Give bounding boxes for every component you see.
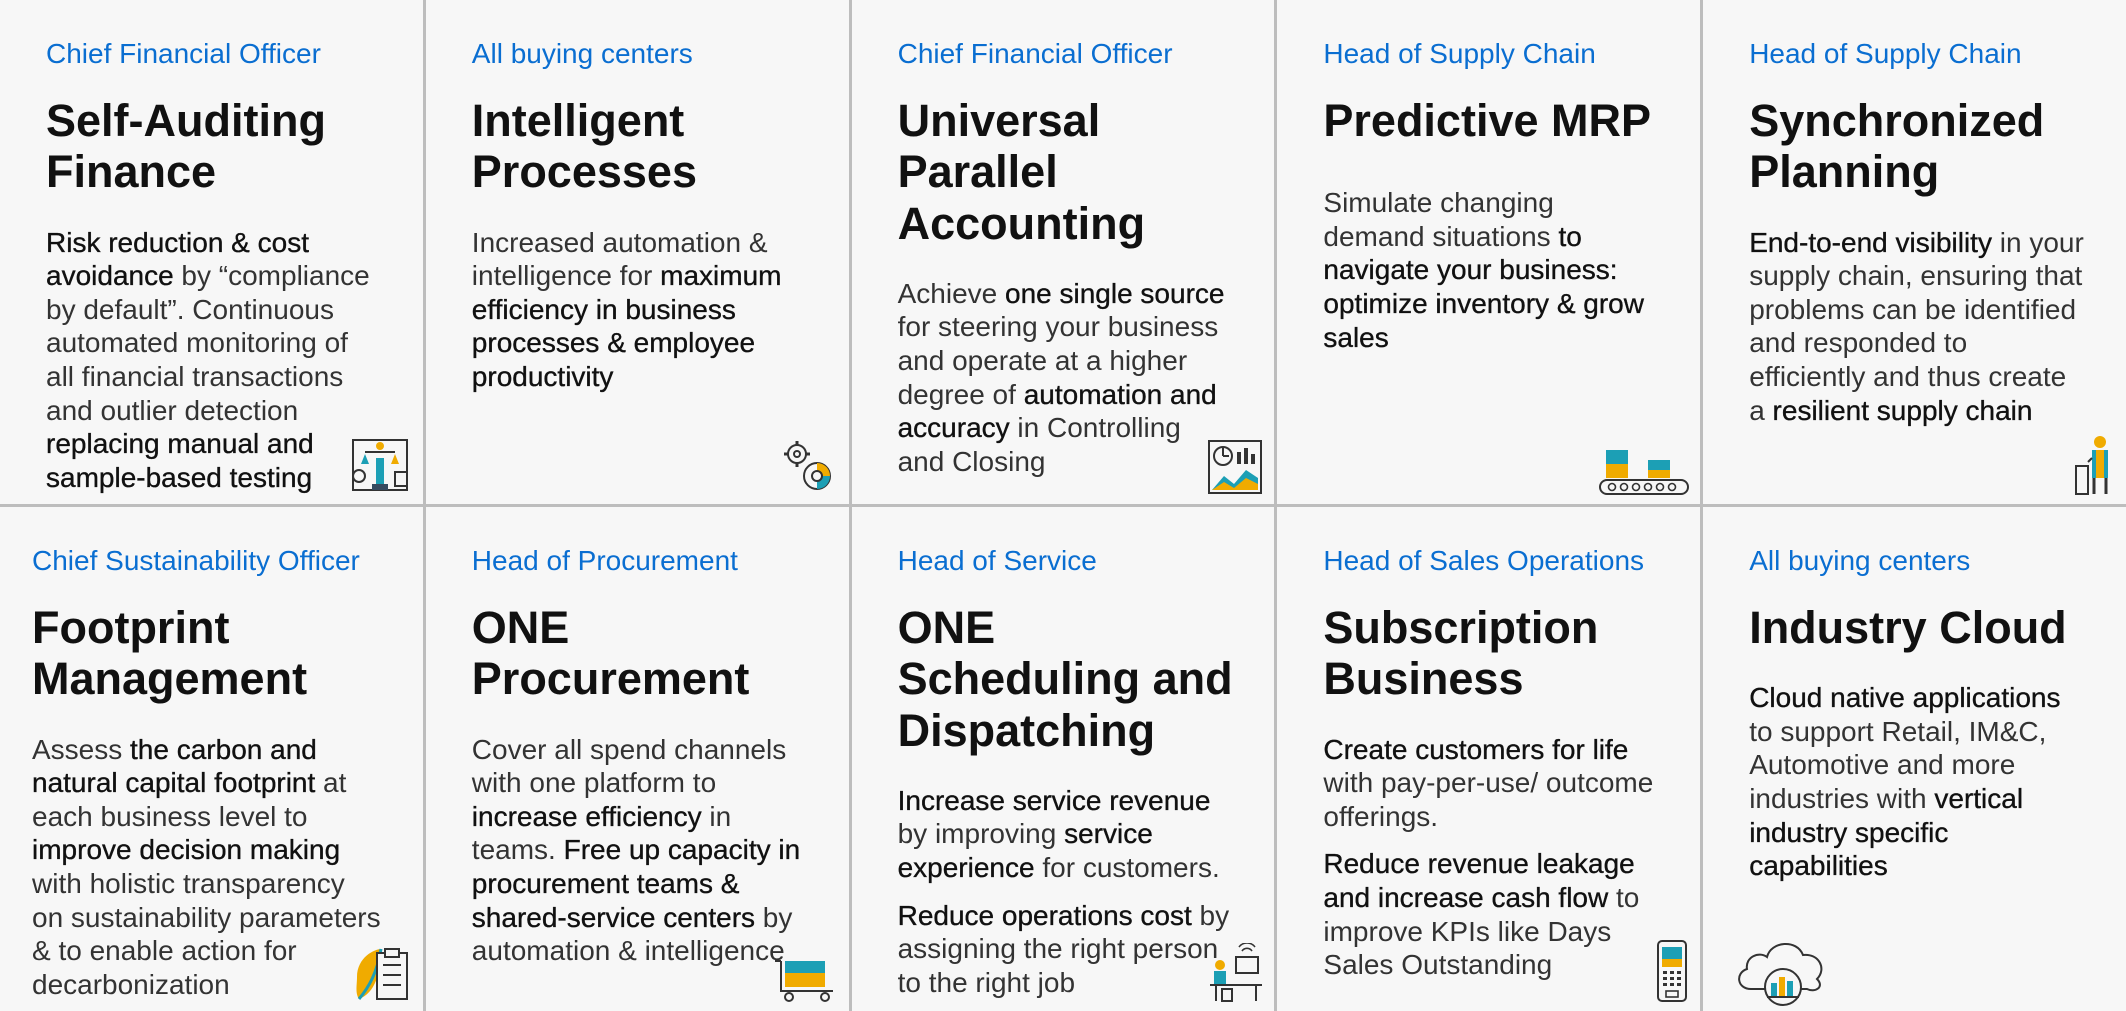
card-description: Cover all spend channels with one platfo… [472, 733, 809, 968]
card-title: Subscription Business [1323, 602, 1599, 705]
card-description: End-to-end visibility in your supply cha… [1749, 226, 2086, 428]
card-title: Footprint Management [32, 602, 308, 705]
card-title: Predictive MRP [1323, 95, 1652, 146]
body-text: with pay-per-use/ outcome offerings. [1323, 767, 1654, 832]
audit-scale-icon [347, 434, 413, 496]
dispatcher-desk-icon [1208, 943, 1264, 1003]
card-one-scheduling-dispatching: Head of Service ONE Scheduling and Dispa… [851, 507, 1275, 1011]
card-role: All buying centers [1749, 545, 1971, 576]
payment-terminal-icon [1654, 939, 1690, 1003]
card-role: Chief Financial Officer [897, 38, 1173, 69]
emphasis-text: Reduce operations cost [897, 899, 1192, 931]
emphasis-text: End-to-end visibility [1749, 226, 1992, 258]
card-description: Create customers for life with pay-per-u… [1323, 733, 1660, 834]
emphasis-text: the carbon and natural capital footprint [32, 733, 317, 799]
body-text: at each business level to [32, 767, 347, 832]
emphasis-text: Increase service revenue [897, 784, 1211, 816]
emphasis-text: automation and accuracy [897, 378, 1217, 444]
card-description: Cloud native applications to support Ret… [1749, 681, 2086, 883]
card-description: Achieve one single source for steering y… [897, 277, 1235, 479]
body-text: with holistic transparency on sustainabi… [32, 867, 381, 1000]
card-description: Risk reduction & cost avoidance by “comp… [46, 226, 383, 495]
leaf-clipboard-icon [351, 943, 413, 1003]
analytics-dashboard-icon [1206, 438, 1264, 496]
card-description: Increase service revenue by improving se… [897, 784, 1235, 885]
emphasis-text: maximum efficiency in business processes… [471, 260, 782, 392]
emphasis-text: improve decision making [32, 834, 341, 866]
body-text: to support Retail, IM&C, Automotive and … [1749, 715, 2047, 815]
emphasis-text: resilient supply chain [1772, 394, 2033, 426]
card-title: ONE Procurement [471, 602, 750, 705]
body-text: by automation & intelligence [471, 901, 793, 967]
card-role: Head of Procurement [471, 545, 738, 576]
card-predictive-mrp: Head of Supply Chain Predictive MRP Simu… [1277, 0, 1701, 504]
body-text: Cover all spend channels with one platfo… [471, 733, 787, 799]
body-text: Simulate changing demand situations [1323, 187, 1559, 252]
emphasis-text: Cloud native applications [1749, 682, 2061, 714]
card-title: Self-Auditing Finance [46, 95, 326, 198]
card-footprint-management: Chief Sustainability Officer Footprint M… [0, 507, 423, 1011]
body-text: in your supply chain, ensuring that prob… [1749, 226, 2084, 426]
card-subscription-business: Head of Sales Operations Subscription Bu… [1277, 507, 1701, 1011]
emphasis-text: increase efficiency [471, 800, 702, 832]
card-universal-parallel-accounting: Chief Financial Officer Universal Parall… [851, 0, 1275, 504]
shopping-cart-icon [773, 957, 839, 1003]
card-role: Head of Supply Chain [1323, 38, 1596, 69]
card-role: Head of Supply Chain [1749, 38, 2022, 69]
card-title: Synchronized Planning [1749, 95, 2045, 198]
emphasis-text: to navigate your business: optimize inve… [1323, 220, 1644, 353]
card-title: Intelligent Processes [471, 95, 697, 198]
emphasis-text: vertical industry specific capabilities [1749, 783, 2024, 882]
card-title: ONE Scheduling and Dispatching [897, 602, 1233, 756]
card-synchronized-planning: Head of Supply Chain Synchronized Planni… [1703, 0, 2126, 504]
card-industry-cloud: All buying centers Industry Cloud Cloud … [1703, 507, 2126, 1011]
card-one-procurement: Head of Procurement ONE Procurement Cove… [425, 507, 849, 1011]
body-text: to improve KPIs like Days Sales Outstand… [1323, 881, 1640, 981]
conveyor-belt-icon [1598, 446, 1690, 496]
body-text: Increased automation & intelligence for [471, 226, 768, 292]
cloud-city-icon [1731, 927, 1831, 1007]
card-title: Industry Cloud [1749, 602, 2067, 653]
gears-icon [777, 436, 839, 496]
card-description: Simulate changing demand situations to n… [1323, 186, 1660, 354]
emphasis-text: one single source [1005, 277, 1225, 309]
card-description-secondary: Reduce operations cost by assigning the … [897, 899, 1235, 1000]
card-role: Head of Service [897, 545, 1097, 576]
body-text: in Controlling and Closing [897, 412, 1181, 477]
card-intelligent-processes: All buying centers Intelligent Processes… [425, 0, 849, 504]
body-text: by “compliance by default”. Continuous a… [46, 260, 370, 426]
worker-icon [2074, 432, 2116, 496]
body-text: by assigning the right person to the rig… [897, 899, 1230, 998]
card-role: Chief Financial Officer [46, 38, 321, 69]
body-text: Achieve [897, 277, 1005, 309]
card-title: Universal Parallel Accounting [897, 95, 1146, 249]
card-description-secondary: Reduce revenue leakage and increase cash… [1323, 847, 1660, 981]
card-description: Assess the carbon and natural capital fo… [32, 733, 383, 1002]
card-role: Head of Sales Operations [1323, 545, 1645, 576]
body-text: in teams. [471, 800, 732, 866]
body-text: Assess [32, 733, 131, 765]
body-text: by improving [897, 818, 1065, 850]
emphasis-text: Risk reduction & cost avoidance [46, 226, 309, 292]
card-role: Chief Sustainability Officer [32, 545, 360, 576]
emphasis-text: Reduce revenue leakage and increase cash… [1323, 848, 1635, 913]
card-description: Increased automation & intelligence for … [472, 226, 809, 394]
card-self-auditing-finance: Chief Financial Officer Self-Auditing Fi… [0, 0, 423, 504]
emphasis-text: replacing manual and sample-based testin… [46, 428, 314, 493]
body-text: for customers. [1034, 852, 1220, 884]
body-text: for steering your business and operate a… [897, 311, 1219, 410]
emphasis-text: Free up capacity in procurement teams & … [471, 834, 801, 933]
card-role: All buying centers [471, 38, 693, 69]
emphasis-text: service experience [897, 818, 1153, 884]
emphasis-text: Create customers for life [1323, 733, 1629, 765]
